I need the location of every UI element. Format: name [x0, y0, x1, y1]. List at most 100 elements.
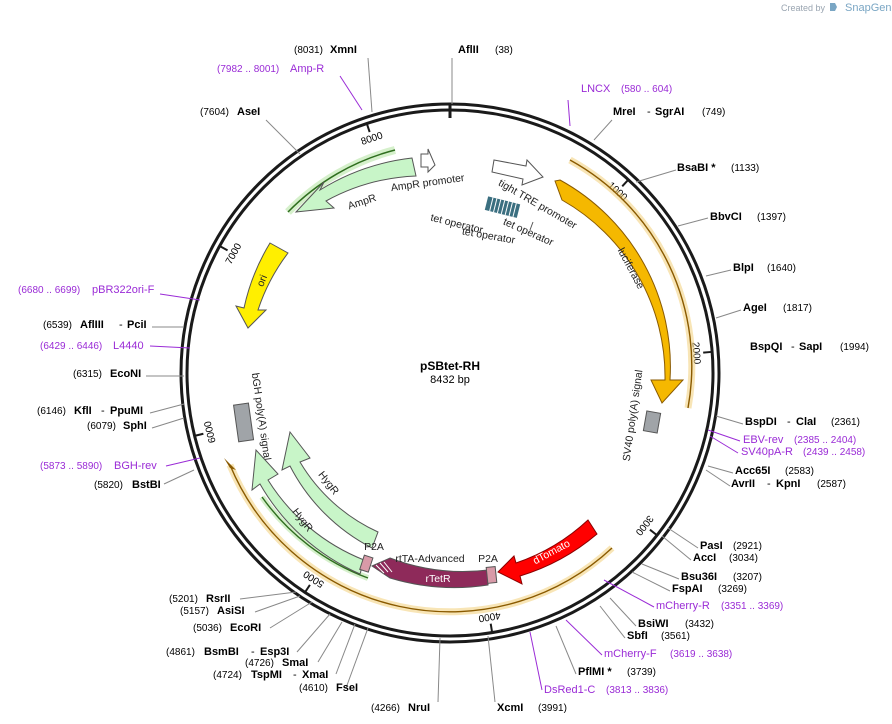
enzyme-label-pasi[interactable]: PasI (2921): [700, 540, 762, 552]
enzyme-label-bsabi[interactable]: BsaBI * (1133): [677, 162, 759, 174]
svg-text:AflII: AflII: [458, 44, 479, 56]
dtomato-arrow[interactable]: [497, 519, 598, 585]
enzyme-label-pflmi[interactable]: PflMI * (3739): [578, 666, 656, 678]
leader-line-bbvci: [677, 217, 709, 227]
tick-mark-6000: [195, 432, 204, 437]
enzyme-label-bsmbi[interactable]: (4861) BsmBI - Esp3I: [166, 646, 289, 658]
svg-text:EBV-rev: EBV-rev: [743, 434, 784, 446]
svg-text:PflMI *: PflMI *: [578, 666, 612, 678]
svg-text:(7604): (7604): [200, 107, 229, 118]
enzyme-label-bspqi[interactable]: BspQI - SapI (1994): [750, 341, 869, 353]
enzyme-label-nrui[interactable]: (4266) NruI: [371, 702, 430, 714]
enzyme-label-agei[interactable]: AgeI (1817): [743, 302, 812, 314]
primer-label-mcherryf[interactable]: mCherry-F (3619 .. 3638): [604, 648, 732, 660]
primer-line-mcherryf: [565, 619, 603, 656]
primer-label-sv40par[interactable]: SV40pA-R (2439 .. 2458): [741, 446, 865, 458]
enzyme-label-xcmi[interactable]: XcmI (3991): [497, 702, 567, 714]
enzyme-label-asei[interactable]: (7604) AseI: [200, 106, 260, 118]
svg-text:(4726): (4726): [245, 658, 274, 669]
enzyme-label-acci[interactable]: AccI (3034): [693, 552, 758, 564]
tet-operator-boxes[interactable]: [484, 196, 521, 218]
primer-line-pbr322: [159, 293, 201, 301]
tight-tre-arrow[interactable]: [491, 158, 544, 186]
enzyme-label-aflii[interactable]: AflII (38): [458, 44, 513, 56]
ampr-arrow[interactable]: [294, 157, 417, 213]
primer-label-pbr322[interactable]: (6680 .. 6699) pBR322ori-F: [18, 284, 155, 296]
tick-mark-7000: [220, 245, 229, 252]
enzyme-label-smai[interactable]: (4726) SmaI: [245, 657, 308, 669]
plasmid-name: pSBtet-RH: [420, 359, 480, 373]
ampr-outline-line: [287, 149, 396, 213]
tick-label-8000: 8000: [360, 130, 385, 148]
svg-text:(2361): (2361): [831, 417, 860, 428]
svg-text:BspQI: BspQI: [750, 341, 782, 353]
enzyme-label-asisi[interactable]: (5157) AsiSI: [180, 605, 245, 617]
leader-line-mrei: [593, 119, 613, 141]
primer-label-ebvrev[interactable]: EBV-rev (2385 .. 2404): [743, 434, 856, 446]
primer-label-mcherryr[interactable]: mCherry-R (3351 .. 3369): [656, 600, 783, 612]
ampr-promoter-arrow[interactable]: [420, 148, 436, 174]
enzyme-label-ecori[interactable]: (5036) EcoRI: [193, 622, 261, 634]
enzyme-label-bbvci[interactable]: BbvCI (1397): [710, 211, 786, 223]
leader-line-asei: [265, 119, 301, 155]
svg-text:(3207): (3207): [733, 572, 762, 583]
p2a-right-box[interactable]: [485, 565, 498, 584]
svg-text:SphI: SphI: [123, 420, 147, 432]
enzyme-label-fsei[interactable]: (4610) FseI: [299, 682, 358, 694]
hygr-outer-arrow[interactable]: [281, 430, 379, 549]
hygr-outline-line: [261, 496, 369, 579]
primer-label-lncx[interactable]: LNCX (580 .. 604): [581, 83, 672, 95]
enzyme-label-blpi[interactable]: BlpI (1640): [733, 262, 796, 274]
rtetr-hatch: [375, 561, 393, 574]
luciferase-arrow[interactable]: [554, 179, 685, 404]
enzyme-label-bsiwi[interactable]: BsiWI (3432): [638, 618, 714, 630]
luciferase-highlight: [568, 156, 696, 409]
p2a-left-label: P2A: [364, 541, 384, 553]
created-by-text: Created by: [781, 3, 826, 13]
svg-text:SmaI: SmaI: [282, 657, 308, 669]
enzyme-label-bstbi[interactable]: (5820) BstBI: [94, 479, 161, 491]
enzyme-label-bspdi[interactable]: BspDI - ClaI (2361): [745, 416, 860, 428]
enzyme-label-fspai[interactable]: FspAI (3269): [672, 583, 747, 595]
primer-label-ampr[interactable]: (7982 .. 8001) Amp-R: [217, 63, 324, 75]
svg-text:Bsu36I: Bsu36I: [681, 571, 717, 583]
ori-arrow[interactable]: [235, 242, 289, 329]
svg-text:LNCX: LNCX: [581, 83, 611, 95]
bgh-polya-label: bGH poly(A) signal: [249, 372, 273, 461]
enzyme-label-sphi[interactable]: (6079) SphI: [87, 420, 147, 432]
svg-text:(38): (38): [495, 45, 513, 56]
enzyme-label-mrei[interactable]: MreI - SgrAI (749): [613, 106, 725, 118]
leader-line-avrii: [705, 469, 731, 487]
primer-label-l4440[interactable]: (6429 .. 6446) L4440: [40, 340, 144, 352]
enzyme-label-xmni[interactable]: (8031) XmnI: [294, 44, 357, 56]
enzyme-label-sbfi[interactable]: SbfI (3561): [627, 630, 690, 642]
leader-line-smai: [317, 621, 343, 663]
svg-text:AsiSI: AsiSI: [217, 605, 245, 617]
svg-text:-: -: [101, 405, 105, 417]
enzyme-label-bsu36i[interactable]: Bsu36I (3207): [681, 571, 762, 583]
primer-label-dsred1c[interactable]: DsRed1-C (3813 .. 3836): [544, 684, 668, 696]
enzyme-label-econi[interactable]: (6315) EcoNI: [73, 368, 141, 380]
p2a-left-box[interactable]: [359, 554, 374, 573]
tick-mark-8000: [366, 124, 371, 133]
enzyme-label-avrii[interactable]: AvrII - KpnI (2587): [731, 478, 846, 490]
enzyme-label-rsrii[interactable]: (5201) RsrII: [169, 593, 230, 605]
enzyme-label-acc65i[interactable]: Acc65I (2583): [735, 465, 814, 477]
leader-line-pasi: [667, 527, 699, 549]
svg-text:-: -: [787, 416, 791, 428]
enzyme-label-tspmi[interactable]: (4724) TspMI - XmaI: [213, 669, 328, 681]
leader-line-acc65i: [707, 465, 734, 474]
enzyme-label-kfli[interactable]: (6146) KflI - PpuMI: [37, 405, 143, 417]
svg-text:BsaBI *: BsaBI *: [677, 162, 716, 174]
svg-text:mCherry-R: mCherry-R: [656, 600, 710, 612]
primer-label-bghrev[interactable]: (5873 .. 5890) BGH-rev: [40, 460, 157, 472]
enzyme-label-afliii[interactable]: (6539) AflIII - PciI: [43, 319, 147, 331]
primer-line-sv40par: [709, 435, 739, 454]
sv40-polya-box[interactable]: [642, 410, 662, 434]
svg-text:Amp-R: Amp-R: [290, 63, 324, 75]
hygr-inner-arrow[interactable]: [251, 448, 365, 575]
svg-text:(3813 .. 3836): (3813 .. 3836): [606, 685, 668, 696]
bgh-polya-box[interactable]: [232, 402, 255, 443]
primer-line-ebvrev: [707, 429, 741, 442]
